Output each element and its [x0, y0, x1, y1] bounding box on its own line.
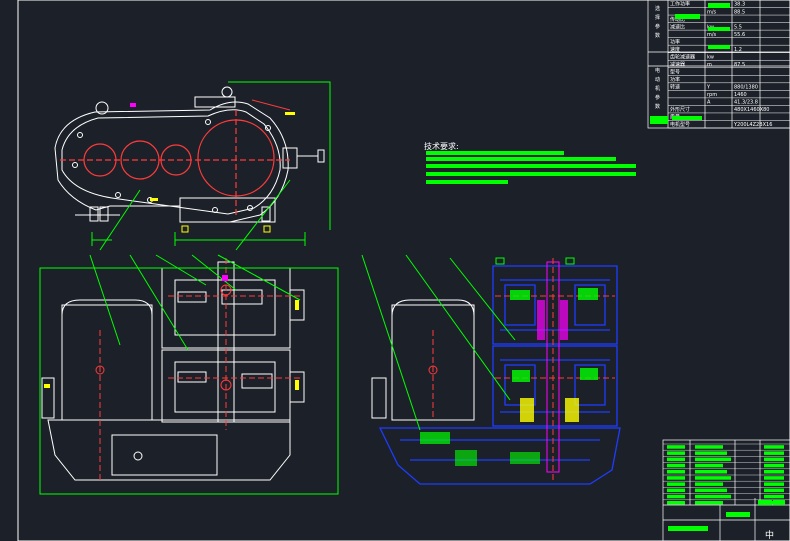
title-block-index	[667, 476, 685, 480]
spec-group-label: 选择参数	[655, 5, 660, 39]
title-block-entry	[695, 494, 731, 499]
spec-cell-name: 减速比	[670, 23, 685, 30]
title-block-rows	[663, 443, 790, 505]
spec-cell-name: 传动比	[670, 16, 685, 23]
spec-cell-name: 减速器	[670, 61, 685, 68]
title-block-index	[667, 451, 685, 455]
spec-cell-name: 电机型号	[670, 121, 690, 128]
spec-cell-name: 型号	[670, 68, 680, 75]
title-block-entry	[695, 470, 727, 474]
spec-cell-unit: m	[707, 62, 712, 68]
title-block-index	[667, 501, 685, 505]
section-view-right	[371, 299, 475, 421]
title-block-material	[764, 457, 784, 462]
title-block-material	[764, 494, 784, 499]
spec-cell-value: 480X1460X80	[734, 107, 769, 113]
title-block-index	[667, 463, 685, 468]
spec-group-label: 电动机参数	[655, 67, 660, 110]
side-view-left	[41, 261, 305, 481]
spec-cell-unit: m/s	[707, 32, 717, 38]
spec-cell-value: 87.5	[734, 62, 745, 68]
title-block-material	[764, 451, 784, 455]
title-block-material	[764, 476, 784, 480]
title-block-index	[667, 445, 685, 449]
spec-cell-name: 转速	[670, 84, 680, 91]
title-block-index	[667, 488, 685, 493]
title-block-material	[764, 463, 784, 468]
spec-cell-value: Y200L4Z2BX16	[733, 122, 772, 128]
spec-cell-value: 55.6	[734, 32, 745, 38]
spec-cell-unit: Y	[706, 85, 711, 91]
gearbox-front-view	[54, 86, 325, 223]
title-block-entry	[695, 482, 723, 486]
side-view-left-markers	[44, 275, 299, 390]
spec-cell-value: 1460	[734, 92, 747, 98]
title-block-material	[764, 470, 784, 474]
technical-notes: 技术要求:	[424, 141, 636, 184]
drawing-frame	[17, 0, 790, 541]
spec-cell-unit: m/s	[707, 9, 717, 15]
title-block-material	[764, 482, 784, 486]
spec-cell-name: 工作功率	[670, 1, 690, 8]
gear-circles	[60, 110, 290, 215]
title-block-index	[667, 494, 685, 499]
spec-cell-value: 5.5	[734, 24, 742, 30]
title-block-entry	[695, 501, 723, 505]
section-view-details	[420, 288, 598, 466]
section-view-leaders	[361, 254, 575, 431]
title-block-entry	[695, 463, 723, 468]
title-block-entry	[695, 488, 727, 493]
notes-title: 技术要求:	[424, 141, 459, 151]
sheet-mark: 中	[765, 529, 774, 541]
spec-cell-name: 功率	[670, 38, 680, 45]
title-block-index	[667, 470, 685, 474]
side-view-left-centerlines	[95, 258, 300, 480]
title-block-material	[764, 488, 784, 493]
title-block-index	[667, 457, 685, 462]
title-block-entry	[695, 451, 727, 455]
spec-cell-unit: A	[707, 100, 711, 106]
side-view-left-dimensions	[39, 254, 339, 495]
spec-table-green-cells	[650, 3, 730, 124]
top-view-dimensions	[91, 81, 331, 251]
spec-cell-unit: rpm	[707, 92, 717, 98]
spec-cell-name: 齿轮减速器	[670, 53, 695, 60]
note-line-5	[426, 180, 508, 184]
note-line-3	[426, 164, 636, 168]
note-line-4	[426, 172, 636, 176]
spec-cell-value: 880/1380	[734, 85, 758, 91]
title-block-entry	[695, 445, 723, 449]
title-block-material	[764, 445, 784, 449]
spec-cell-unit: kw	[707, 54, 714, 60]
spec-cell-value: 41.3/23.8	[734, 100, 758, 106]
spec-cell-name: 功率	[670, 76, 680, 83]
spec-cell-value: 1.2	[734, 47, 742, 53]
title-block-green	[668, 500, 785, 531]
note-line-2	[426, 157, 616, 161]
spec-table-rows: 工作功率38.3m/s88.5传动比减速比kw5.5m/s55.6功率速度1.2…	[655, 1, 790, 129]
spec-cell-value: 88.5	[734, 9, 745, 15]
title-block-entry	[695, 476, 731, 480]
title-block-index	[667, 482, 685, 486]
section-view-hatching	[378, 265, 621, 485]
spec-cell-value: 38.3	[734, 2, 745, 8]
spec-cell-name: 速度	[670, 46, 680, 53]
spec-cell-name: 外形尺寸	[670, 106, 690, 113]
top-view-markers	[130, 103, 295, 233]
note-line-1	[426, 151, 564, 155]
title-block-entry	[695, 457, 731, 462]
